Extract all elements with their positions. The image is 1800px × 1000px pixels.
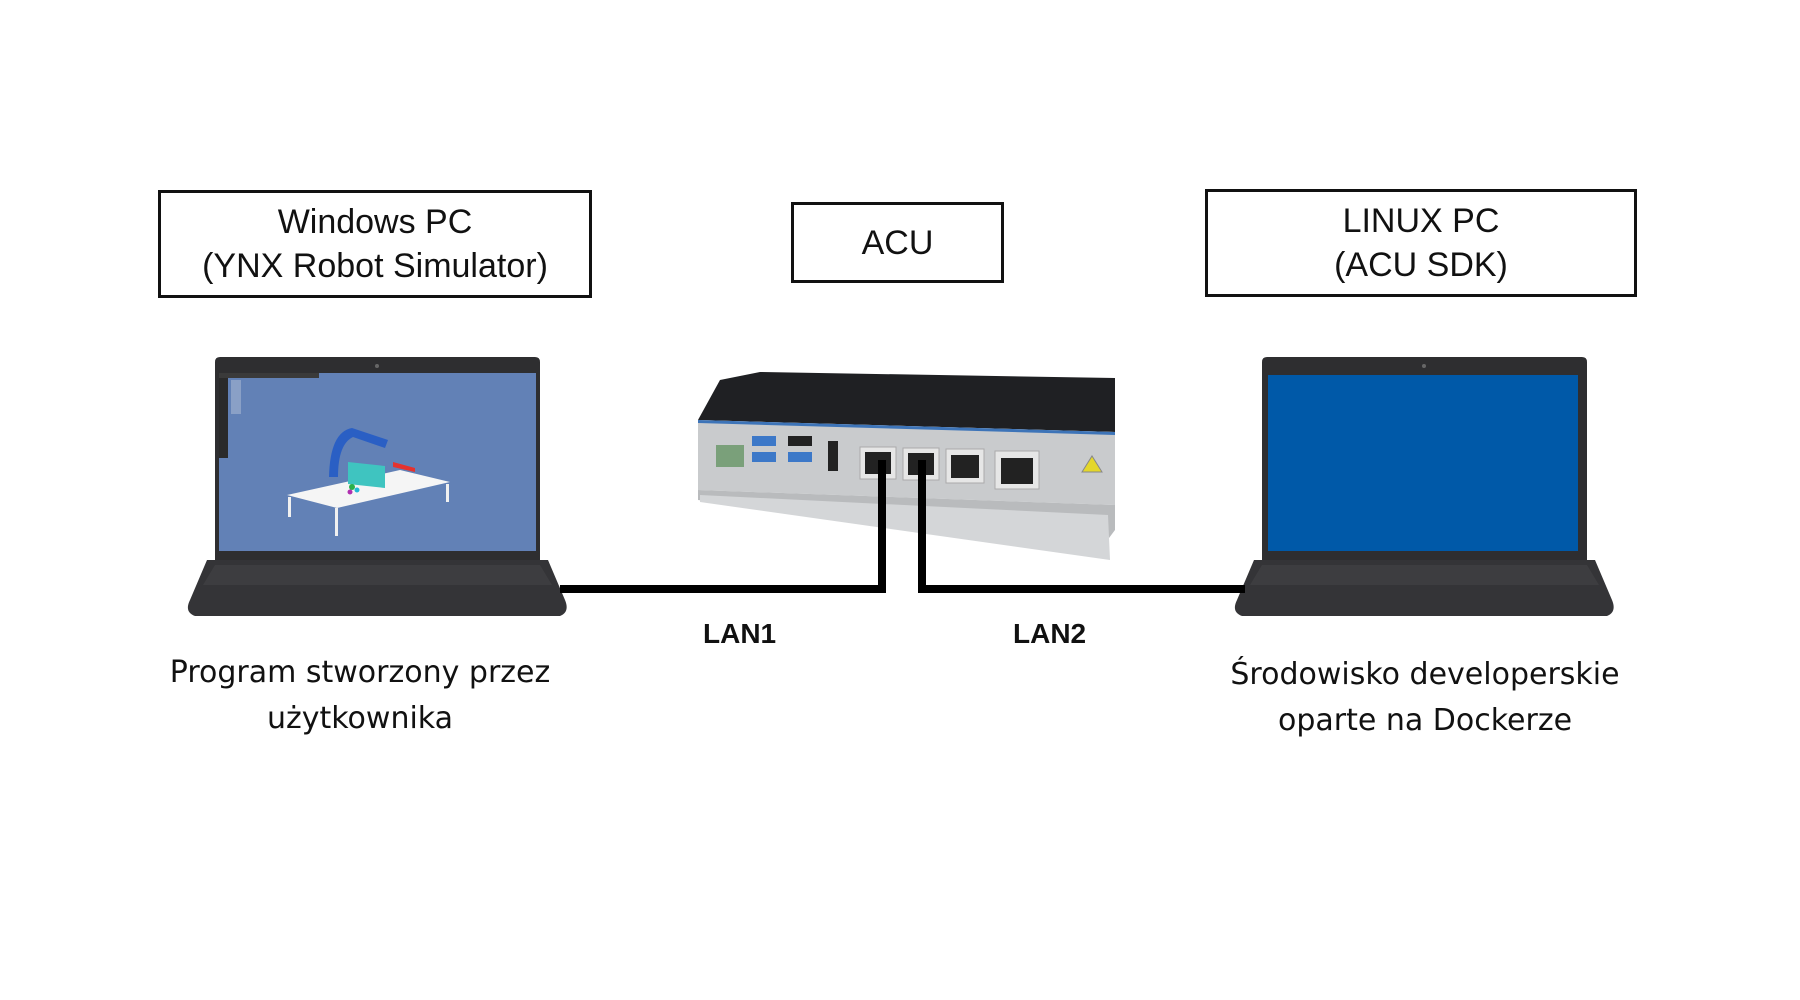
linux-pc-title-box: LINUX PC (ACU SDK) bbox=[1205, 189, 1637, 297]
lan2-cable bbox=[918, 460, 1245, 593]
lan1-label: LAN1 bbox=[703, 618, 777, 649]
windows-pc-caption: Program stworzony przez użytkownika bbox=[140, 650, 580, 742]
acu-title: ACU bbox=[861, 223, 934, 262]
acu-title-box: ACU bbox=[791, 202, 1004, 283]
robot-scene-icon bbox=[287, 428, 450, 536]
windows-pc-caption-line: użytkownika bbox=[266, 701, 454, 736]
lan1-cable bbox=[560, 460, 886, 593]
acu-device-icon bbox=[698, 372, 1115, 560]
warning-icon bbox=[1081, 455, 1103, 473]
linux-pc-caption-line: Środowisko developerskie bbox=[1230, 657, 1620, 692]
linux-laptop-icon bbox=[1234, 357, 1614, 616]
linux-pc-title: LINUX PC bbox=[1342, 202, 1500, 240]
windows-pc-caption-line: Program stworzony przez bbox=[169, 655, 551, 690]
linux-pc-caption: Środowisko developerskie oparte na Docke… bbox=[1205, 652, 1645, 744]
windows-laptop-icon bbox=[187, 357, 567, 616]
windows-pc-title: Windows PC bbox=[277, 203, 473, 241]
windows-screen bbox=[219, 373, 536, 551]
linux-pc-subtitle: (ACU SDK) bbox=[1334, 246, 1508, 284]
lan2-label: LAN2 bbox=[1013, 618, 1087, 649]
linux-pc-caption-line: oparte na Dockerze bbox=[1277, 703, 1573, 738]
windows-pc-subtitle: (YNX Robot Simulator) bbox=[202, 247, 548, 285]
windows-pc-title-box: Windows PC (YNX Robot Simulator) bbox=[158, 190, 592, 298]
linux-screen bbox=[1268, 375, 1578, 551]
